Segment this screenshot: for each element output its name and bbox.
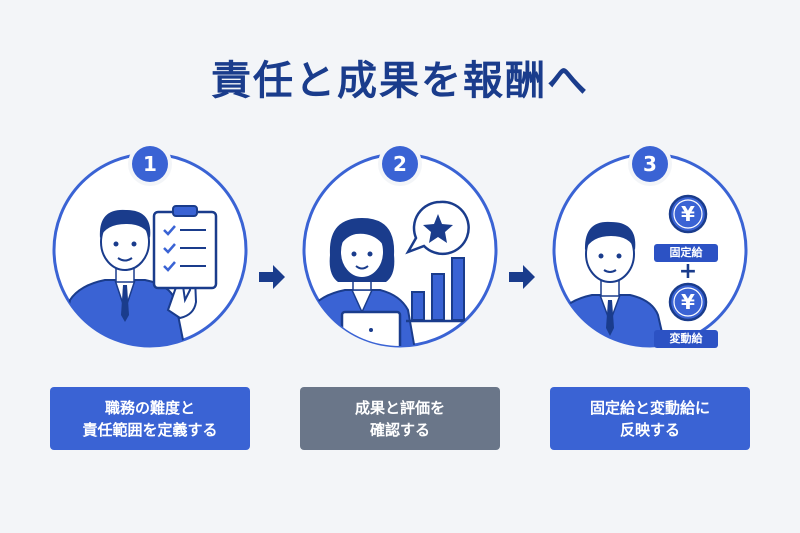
step-1-badge: 1 — [132, 146, 168, 182]
caption-line: 成果と評価を — [354, 398, 445, 417]
step-1: 1 — [50, 146, 250, 350]
caption-line: 責任範囲を定義する — [82, 420, 218, 439]
arrow-right-icon — [509, 265, 535, 289]
plus-sign: + — [679, 259, 697, 284]
step-1-caption: 職務の難度と 責任範囲を定義する — [50, 387, 250, 450]
step-3-illustration: ¥ ¥ + — [552, 152, 748, 348]
laptop-icon — [340, 310, 402, 346]
arrow-right-icon — [259, 265, 285, 289]
step-2: 2 — [300, 146, 500, 350]
caption-line: 確認する — [369, 420, 430, 439]
caption-line: 固定給と変動給に — [589, 398, 710, 417]
yen-symbol: ¥ — [681, 202, 695, 226]
step-2-badge: 2 — [382, 146, 418, 182]
star-speech-bubble-icon — [405, 200, 470, 256]
step-3: ¥ ¥ + 固定給 変動給 3 — [550, 146, 750, 350]
caption-line: 反映する — [619, 420, 680, 439]
fixed-pay-label: 固定給 — [654, 244, 718, 262]
variable-pay-label: 変動給 — [654, 330, 718, 348]
step-2-caption: 成果と評価を 確認する — [300, 387, 500, 450]
clipboard-checklist-icon — [152, 205, 218, 290]
step-3-caption: 固定給と変動給に 反映する — [550, 387, 750, 450]
step-3-badge: 3 — [632, 146, 668, 182]
caption-line: 職務の難度と — [104, 398, 195, 417]
step-1-illustration — [52, 152, 248, 348]
bar-chart-icon — [406, 257, 472, 323]
yen-coin-icon — [668, 194, 708, 234]
yen-coin-icon — [668, 282, 708, 322]
step-2-illustration — [302, 152, 498, 348]
yen-symbol: ¥ — [681, 290, 695, 314]
page-title: 責任と成果を報酬へ — [211, 58, 589, 104]
